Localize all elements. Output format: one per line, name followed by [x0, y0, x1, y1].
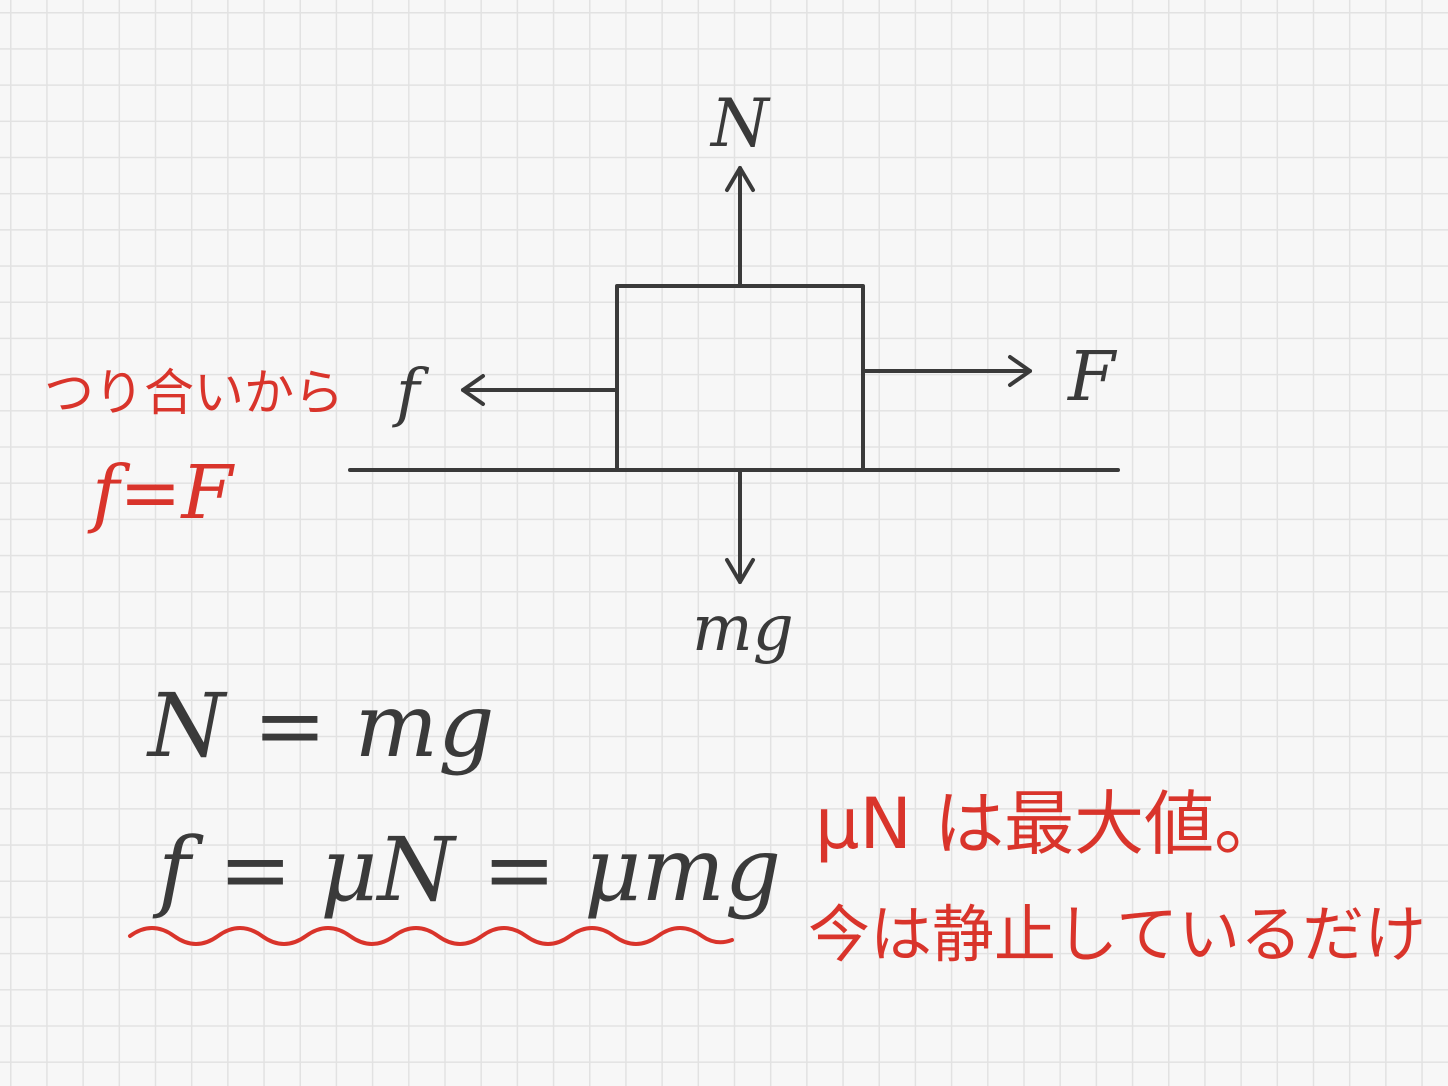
equation-line2: f = μN = μmg	[152, 818, 781, 921]
applied-force-label: F	[1066, 338, 1118, 417]
annotation-right-line2: 今は静止しているだけ	[808, 898, 1426, 971]
friction-force-arrow	[461, 374, 619, 406]
block	[615, 284, 865, 472]
normal-force-label: N	[709, 85, 771, 162]
annotation-left-line1: つり合いから	[44, 364, 344, 422]
normal-force-arrow	[725, 166, 755, 288]
annotation-left-line2: f=F	[87, 450, 235, 536]
applied-force-arrow	[861, 355, 1032, 387]
equation-line1: N = mg	[146, 674, 494, 777]
emphasis-wavy-underline	[128, 926, 734, 946]
gravity-force-label: mg	[692, 592, 794, 666]
friction-force-label: f	[392, 356, 430, 430]
gravity-force-arrow	[725, 468, 755, 584]
annotation-right-line1: μN は最大値。	[815, 783, 1284, 865]
